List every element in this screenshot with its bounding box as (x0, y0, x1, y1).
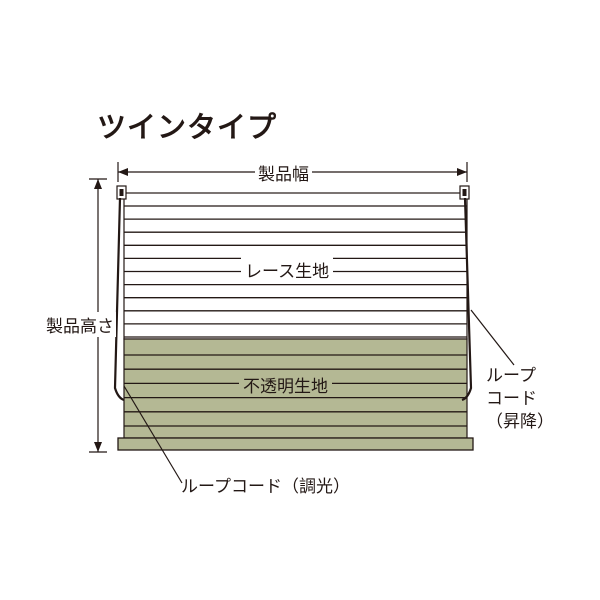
loop-cord-lift-line3: （昇降） (486, 412, 554, 432)
left-loop-cord (113, 197, 125, 402)
diagram-title: ツインタイプ (97, 110, 278, 144)
bottom-rail (117, 437, 474, 451)
loop-cord-lift-label: ループ コード （昇降） (486, 365, 554, 434)
right-loop-cord (461, 197, 473, 402)
loop-cord-dimming-label: ループコード（調光） (181, 477, 350, 497)
loop-cord-lift-line1: ループ (486, 366, 536, 386)
lift-cord-leader-line (470, 309, 515, 366)
product-height-label: 製品高さ (44, 312, 116, 337)
lace-fabric-label: レース生地 (241, 257, 334, 282)
product-width-label: 製品幅 (255, 160, 312, 185)
blackout-fabric-label: 不透明生地 (239, 372, 332, 397)
loop-cord-lift-line2: コード (486, 389, 537, 409)
right-top-bracket (459, 185, 470, 200)
left-top-bracket (116, 185, 127, 200)
dimming-cord-leader-line (123, 385, 183, 484)
